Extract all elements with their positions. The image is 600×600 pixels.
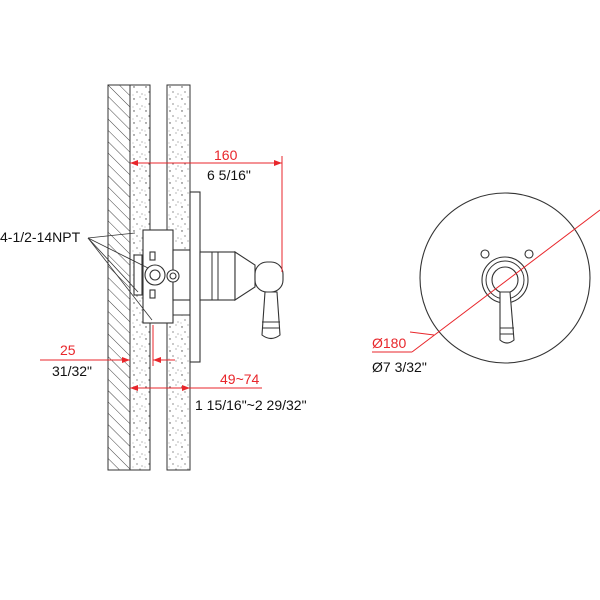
diameter-mm-label: Ø180 [372, 335, 406, 351]
dimension-160 [130, 156, 283, 272]
offset-mm-label: 25 [60, 342, 76, 358]
offset-in-label: 31/32" [52, 363, 92, 379]
dimension-25 [40, 325, 175, 366]
range-in-label: 1 15/16"~2 29/32" [195, 397, 307, 413]
valve-body [133, 229, 201, 324]
depth-mm-label: 160 [214, 147, 238, 163]
thread-leader-lines [87, 232, 153, 321]
thread-label: 4-1/2-14NPT [0, 229, 81, 245]
range-mm-label: 49~74 [220, 371, 260, 387]
trim-front [419, 192, 591, 364]
dimension-diameter [372, 209, 600, 353]
diameter-in-label: Ø7 3/32" [372, 359, 427, 375]
trim-side [189, 191, 284, 363]
depth-in-label: 6 5/16" [207, 167, 251, 183]
